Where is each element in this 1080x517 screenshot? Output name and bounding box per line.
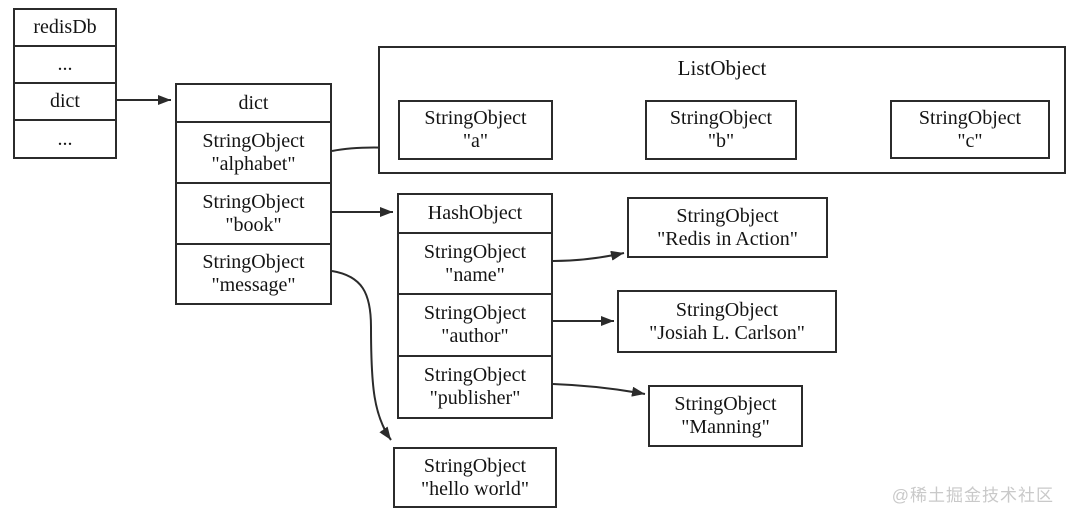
watermark: @稀土掘金技术社区 — [891, 486, 1054, 505]
object-value-label: "message" — [211, 274, 296, 296]
object-value-label: "author" — [441, 325, 509, 347]
dict-entry-message: StringObject "message" — [177, 243, 330, 303]
object-value-label: "alphabet" — [211, 152, 296, 175]
object-value-label: "c" — [957, 129, 983, 152]
object-type-label: StringObject — [423, 454, 527, 477]
redisdb-row-ellipsis-2: ... — [15, 119, 115, 157]
object-value-label: "Redis in Action" — [657, 227, 798, 250]
value-node-manning: StringObject "Manning" — [648, 385, 803, 447]
redisdb-row-title: redisDb — [15, 10, 115, 45]
object-value-label: "Manning" — [681, 416, 770, 438]
object-type-label: StringObject — [675, 298, 779, 321]
object-type-label: StringObject — [424, 107, 527, 130]
object-type-label: StringObject — [202, 190, 305, 213]
dict-entry-alphabet: StringObject "alphabet" — [177, 121, 330, 182]
edge-publisher-to-manning — [552, 383, 646, 397]
dict-table: dict StringObject "alphabet" StringObjec… — [175, 83, 332, 305]
redisdb-table: redisDb ... dict ... — [13, 8, 117, 159]
object-value-label: "name" — [445, 263, 505, 286]
object-value-label: "publisher" — [429, 387, 521, 409]
dict-entry-book: StringObject "book" — [177, 182, 330, 243]
object-type-label: StringObject — [669, 107, 773, 130]
dict-table-header: dict — [238, 91, 269, 114]
hash-object-table: HashObject StringObject "name" StringObj… — [397, 193, 553, 419]
object-type-label: StringObject — [674, 393, 777, 416]
value-node-josiah-l-carlson: StringObject "Josiah L. Carlson" — [617, 290, 837, 353]
list-item-a: StringObject "a" — [398, 100, 553, 160]
object-value-label: "b" — [707, 130, 735, 152]
object-type-label: StringObject — [423, 364, 527, 387]
hash-entry-publisher: StringObject "publisher" — [399, 355, 551, 417]
object-type-label: StringObject — [423, 302, 527, 325]
object-type-label: StringObject — [676, 204, 779, 227]
redisdb-row-dict: dict — [15, 82, 115, 119]
object-type-label: StringObject — [918, 106, 1022, 129]
redisdb-row-ellipsis-1: ... — [15, 45, 115, 82]
redisdb-label: redisDb — [33, 16, 97, 39]
object-value-label: "hello world" — [421, 477, 529, 500]
list-object-title: ListObject — [677, 56, 767, 80]
edge-name-to-redis-in-action — [552, 250, 625, 262]
object-type-label: StringObject — [202, 129, 305, 152]
list-item-b: StringObject "b" — [645, 100, 797, 160]
edge-message-to-hello-world — [331, 270, 392, 441]
object-value-label: "a" — [462, 130, 489, 152]
hash-table-header: HashObject — [427, 202, 523, 225]
hash-entry-name: StringObject "name" — [399, 232, 551, 293]
object-type-label: StringObject — [202, 251, 305, 274]
list-item-c: StringObject "c" — [890, 100, 1050, 159]
object-value-label: "Josiah L. Carlson" — [649, 321, 805, 344]
object-type-label: StringObject — [423, 240, 527, 263]
value-node-hello-world: StringObject "hello world" — [393, 447, 557, 508]
value-node-redis-in-action: StringObject "Redis in Action" — [627, 197, 828, 258]
hash-entry-author: StringObject "author" — [399, 293, 551, 355]
object-value-label: "book" — [225, 213, 282, 236]
